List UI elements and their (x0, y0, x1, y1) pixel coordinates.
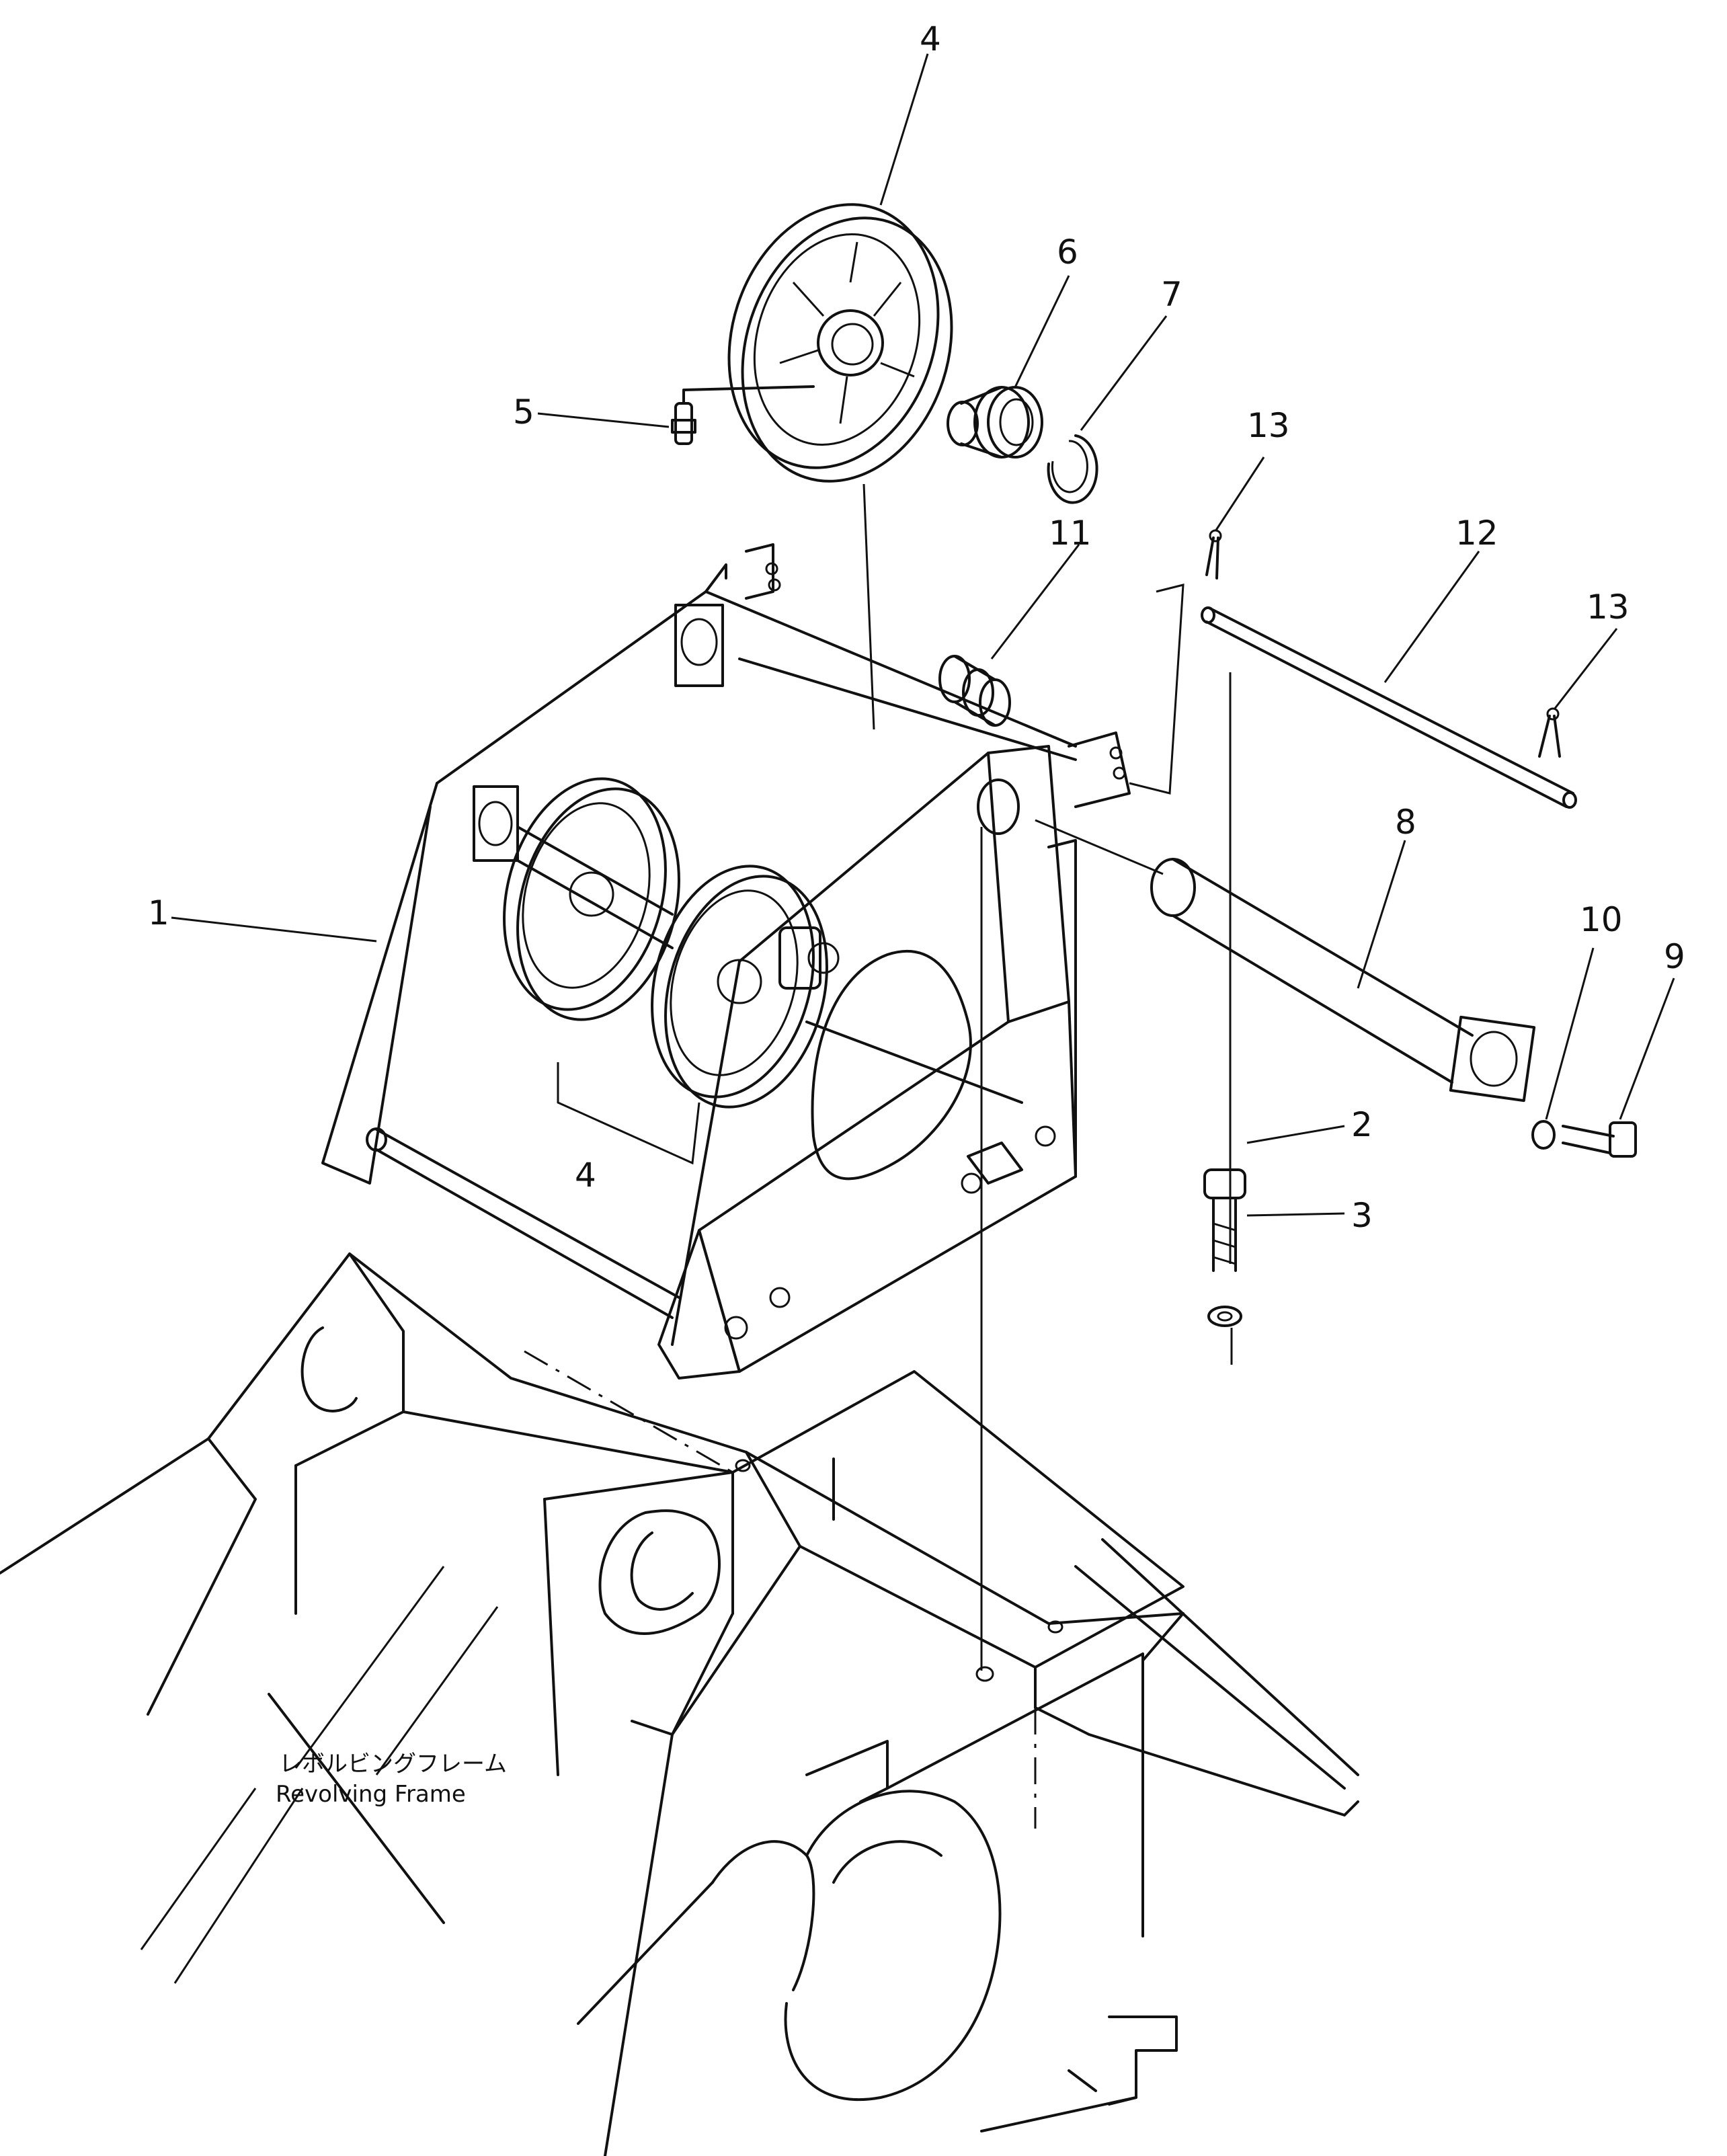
leader-lines (171, 53, 1675, 1365)
roller (938, 655, 1011, 727)
callout-5: 5 (513, 393, 534, 432)
callout-1: 1 (148, 893, 169, 932)
lock-washer (1531, 1120, 1556, 1150)
shaft (1035, 819, 1536, 1103)
callout-10: 10 (1580, 900, 1623, 939)
sheave-bracket (321, 543, 1131, 1380)
bolt-2 (1203, 1168, 1246, 1272)
snap-ring (1047, 434, 1098, 504)
twin-sheaves (503, 777, 840, 1109)
frame-label-japanese: レボルビングフレーム (279, 1751, 507, 1778)
callout-4-top: 4 (920, 19, 941, 58)
sheave-top (727, 203, 953, 483)
bushing (947, 386, 1043, 458)
callout-2: 2 (1351, 1105, 1373, 1144)
bolt-9 (1562, 1121, 1637, 1158)
cotter-pins (1205, 529, 1561, 758)
callout-7: 7 (1161, 275, 1182, 314)
callout-13-left: 13 (1247, 406, 1290, 445)
callout-3: 3 (1351, 1196, 1373, 1235)
callout-12: 12 (1455, 514, 1498, 553)
callout-4-bottom: 4 (575, 1156, 596, 1195)
callout-13-right: 13 (1587, 588, 1630, 627)
callout-9: 9 (1664, 937, 1685, 976)
revolving-frame (0, 1252, 1359, 2156)
callout-11: 11 (1049, 514, 1092, 553)
callout-8: 8 (1395, 803, 1416, 842)
grease-fitting (671, 385, 815, 445)
pin-long (1129, 584, 1577, 809)
frame-label-english: Revolving Frame (276, 1781, 466, 1808)
washer-3 (1207, 1306, 1242, 1327)
callout-6: 6 (1057, 233, 1078, 272)
